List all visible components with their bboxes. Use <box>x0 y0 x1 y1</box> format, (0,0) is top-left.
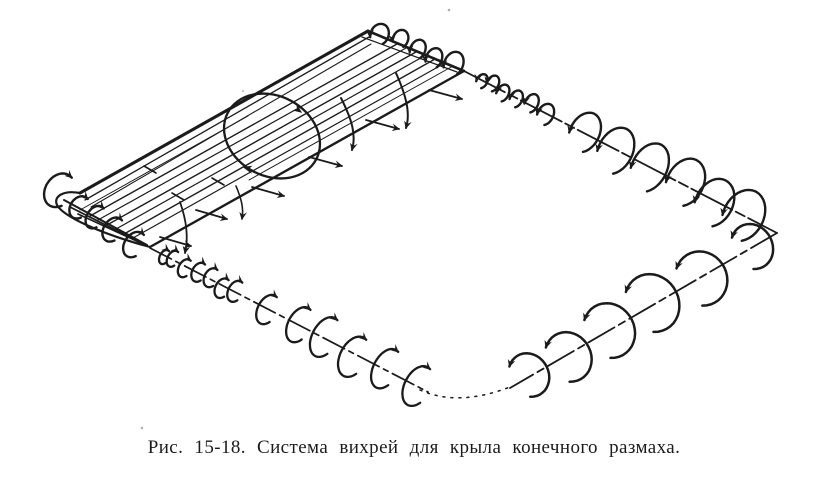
vortex-coil <box>544 330 593 383</box>
downwash-arrow <box>235 185 247 221</box>
trailing-sheet-arrow <box>159 236 193 248</box>
bound-vortex-filament <box>97 47 407 221</box>
vortex-coil <box>213 272 230 300</box>
starting-vortex-connector-line <box>419 386 511 399</box>
vortex-coil <box>567 111 603 154</box>
paper-speck <box>140 426 144 430</box>
vortex-coil <box>84 200 105 230</box>
vortex-system-diagram <box>42 8 778 430</box>
paper-speck <box>241 89 245 93</box>
starting-vortex-connector <box>419 386 511 399</box>
vortex-coil <box>226 274 244 303</box>
vortex-coil <box>583 301 637 360</box>
bound-vortex-filament <box>106 51 417 226</box>
shed-vorticity-arrows <box>143 72 464 255</box>
vortex-coil <box>405 38 427 60</box>
vortex-coil <box>730 222 775 271</box>
vortex-coil <box>369 344 400 390</box>
vortex-coil <box>474 72 489 90</box>
vortex-coil <box>336 331 368 379</box>
vortex-coil <box>675 250 729 307</box>
downwash-arrow <box>340 97 358 152</box>
vortex-lines-layer <box>42 22 778 408</box>
downwash-arrow <box>395 72 412 130</box>
vortex-coil <box>692 177 736 228</box>
filament-tick <box>143 165 157 174</box>
wing-leading-edge <box>78 29 370 195</box>
vortex-coil <box>664 157 707 207</box>
vortex-coil <box>157 243 171 266</box>
trailing-sheet-arrow <box>365 119 401 132</box>
trailing-sheet-arrow <box>308 156 344 169</box>
starting-vortex <box>507 222 778 398</box>
figure-caption: Рис. 15-18. Система вихрей для крыла кон… <box>147 437 681 458</box>
vortex-coil <box>308 312 339 359</box>
wing-trailing-edge <box>148 69 466 249</box>
vortex-coil <box>190 256 207 283</box>
left-trailing-vortex <box>149 243 432 408</box>
trailing-sheet-arrow <box>195 209 229 221</box>
vortex-coil <box>121 226 145 259</box>
bound-vortex-filament <box>89 43 398 217</box>
starting-vortex-line <box>509 232 778 389</box>
vortex-coil <box>388 28 410 49</box>
vortex-coil <box>507 351 551 398</box>
vortex-coil <box>42 169 73 209</box>
wing-leading-edge-inner-line <box>84 36 370 201</box>
bound-vortex-filament-partial <box>79 115 249 211</box>
bound-vortex-filament <box>115 54 427 230</box>
right-tip-vortex-loops <box>366 22 465 76</box>
paper-speck <box>447 8 451 12</box>
wing-assembly <box>55 29 466 249</box>
vortex-coil <box>165 244 180 268</box>
bound-vortex-filament <box>132 62 446 239</box>
downwash-arrow <box>179 201 191 255</box>
vortex-coil <box>101 212 124 243</box>
vortex-coil <box>68 191 89 220</box>
vortex-coil <box>720 188 767 242</box>
right-trailing-vortex <box>463 70 778 242</box>
trailing-sheet-arrow <box>251 186 286 199</box>
filament-tick <box>171 192 185 201</box>
vortex-coil <box>595 126 636 175</box>
bound-vortex-filament <box>123 58 436 235</box>
vortex-coil <box>401 361 432 408</box>
vortex-coil <box>284 302 312 344</box>
vortex-coil <box>255 289 278 326</box>
vortex-coil <box>202 262 219 289</box>
vortex-coil <box>366 22 391 45</box>
vortex-coil <box>535 102 556 127</box>
left-tip-vortex-loops <box>42 169 145 259</box>
vortex-coil <box>624 272 681 334</box>
filament-tick <box>211 177 225 186</box>
circulation-arrow <box>292 103 303 113</box>
vortex-coil <box>628 142 671 193</box>
vortex-coil <box>494 83 511 103</box>
vortex-coil <box>439 50 465 76</box>
wing-right-tip-edge <box>366 29 466 73</box>
vortex-coil <box>507 89 525 109</box>
vortex-coil <box>176 253 192 279</box>
circulation-arrow <box>242 165 253 174</box>
wing-left-tip-shading-line <box>77 213 144 245</box>
trailing-sheet-arrow <box>428 89 464 102</box>
